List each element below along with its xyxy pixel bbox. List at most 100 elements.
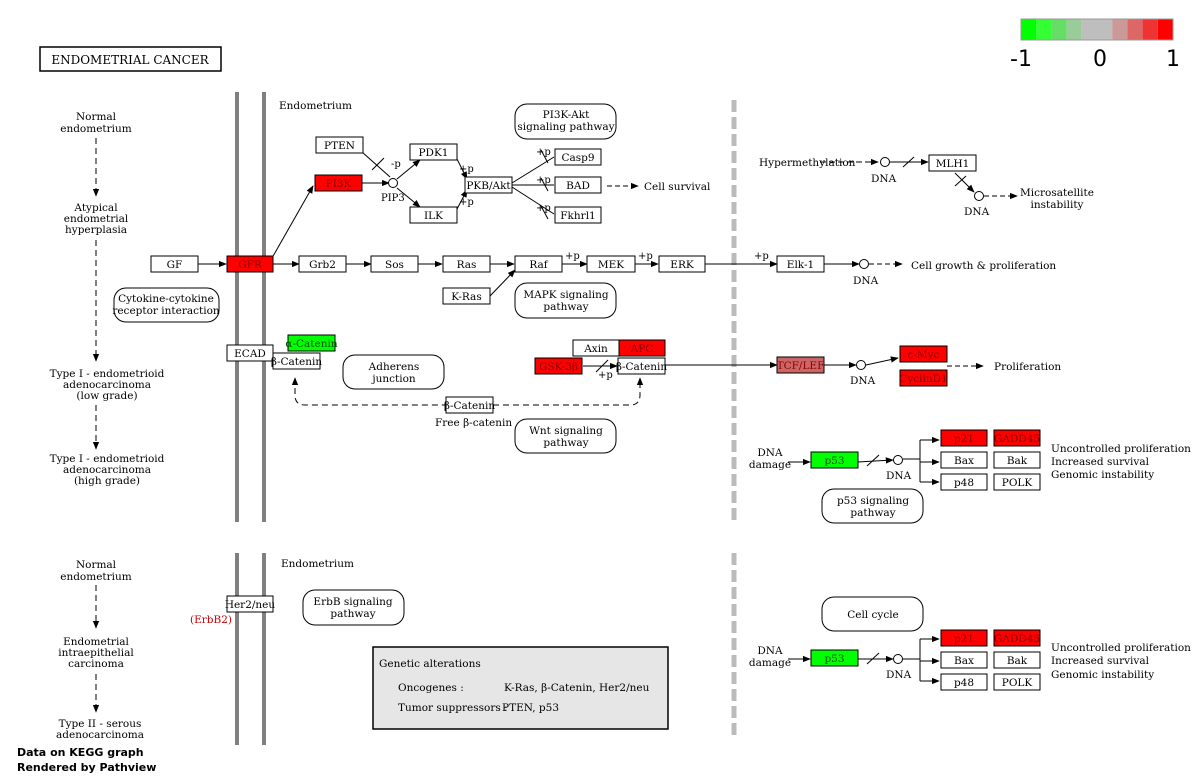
gene-node-polk[interactable]: POLK (993, 473, 1041, 491)
ga-oncogenes: K-Ras, β-Catenin, Her2/neu (504, 682, 650, 694)
gene-label: Axin (583, 343, 608, 355)
gene-node-bad[interactable]: BAD (554, 176, 602, 194)
label-dna-4: DNA (850, 375, 876, 387)
gene-node-gsk3b[interactable]: GSK-3β (534, 357, 583, 375)
gene-node-elk1[interactable]: Elk-1 (776, 255, 825, 273)
gene-node-p53[interactable]: p53 (810, 649, 859, 667)
pathway-erbb-box[interactable] (302, 589, 405, 626)
gene-node-kras[interactable]: K-Ras (442, 287, 491, 305)
pathway-cell-cycle[interactable]: Cell cycle (847, 609, 899, 621)
gene-label: PDK1 (418, 147, 448, 159)
gene-node-cmyc[interactable]: c-Myc (899, 345, 948, 363)
gene-node-apc[interactable]: APC (618, 339, 666, 357)
pathway-p53-box[interactable] (821, 488, 924, 524)
gene-label: Casp9 (561, 152, 594, 164)
edge-labels: -p PIP3 +p +p +p +p +p +p +p +p +p Cell … (190, 147, 1191, 681)
gene-label: Grb2 (309, 259, 336, 271)
gene-node-pdk1[interactable]: PDK1 (409, 143, 458, 161)
pathway-wnt-box[interactable] (514, 418, 617, 454)
pathway-mapk-box[interactable] (514, 282, 617, 319)
gene-node-gfr[interactable]: GFR (226, 255, 274, 273)
gene-node-polk[interactable]: POLK (993, 673, 1041, 691)
gene-node-mek[interactable]: MEK (586, 255, 636, 273)
label-plus-p-1: +p (459, 164, 474, 175)
gene-node-pkb[interactable]: PKB/Akt (464, 176, 513, 194)
gene-node-raf[interactable]: Raf (514, 255, 563, 273)
label-plus-p-3: +p (536, 147, 551, 158)
gene-node-gadd45[interactable]: GADD45 (993, 629, 1041, 647)
gene-node-axin[interactable]: Axin (572, 339, 620, 357)
gene-node-pi3k[interactable]: PI3K (314, 174, 363, 192)
outcome-3b: Genomic instability (1051, 669, 1154, 681)
gene-node-p48[interactable]: p48 (940, 673, 988, 691)
gene-label: p53 (824, 653, 844, 665)
endometrium-label-top: Endometrium (279, 100, 352, 112)
gene-node-mlh1[interactable]: MLH1 (928, 154, 977, 172)
label-pip3: PIP3 (381, 193, 405, 204)
gene-node-acat[interactable]: α-Catenin (285, 334, 338, 352)
gene-label: GFR (238, 259, 263, 271)
gene-node-p21[interactable]: p21 (940, 429, 988, 447)
gene-node-cyclind1[interactable]: CyclinD1 (899, 369, 948, 387)
gene-label: Sos (385, 259, 404, 271)
gene-node-fkhrl1[interactable]: Fkhrl1 (554, 206, 602, 224)
gene-node-bak[interactable]: Bak (993, 651, 1041, 669)
gene-node-ecad[interactable]: ECAD (226, 344, 274, 362)
gene-node-gf[interactable]: GF (150, 255, 199, 273)
gene-node-bcat[interactable]: β-Catenin (271, 352, 322, 370)
pathway-cytokine-box[interactable] (113, 287, 220, 323)
pathway-adherens-box[interactable] (342, 354, 445, 390)
gene-node-casp9[interactable]: Casp9 (554, 148, 602, 166)
pathway-pi3k-akt-box[interactable] (514, 103, 617, 140)
ga-suppressors: PTEN, p53 (502, 702, 559, 714)
legend-swatch (1081, 19, 1097, 40)
gene-node-bcatwnt[interactable]: β-Catenin (616, 357, 667, 375)
label-dna-1: DNA (853, 275, 879, 287)
gene-node-ilk[interactable]: ILK (409, 206, 458, 224)
gene-node-p53[interactable]: p53 (810, 451, 859, 469)
gene-node-ras[interactable]: Ras (442, 255, 491, 273)
legend-swatch (1036, 19, 1052, 40)
gene-node-p48[interactable]: p48 (940, 473, 988, 491)
gene-node-erk[interactable]: ERK (658, 255, 706, 273)
gene-label: PI3K (326, 178, 352, 190)
gene-node-bcatfree[interactable]: β-Catenin (444, 396, 495, 414)
label-dna-5: DNA (886, 470, 912, 482)
gene-node-tcflef[interactable]: TCF/LEF (776, 356, 825, 374)
gene-node-her2[interactable]: Her2/neu (225, 595, 276, 613)
membrane-walls (235, 92, 737, 745)
label-plus-p-4: +p (536, 175, 551, 186)
edges (198, 149, 1018, 685)
gene-node-bax[interactable]: Bax (940, 651, 988, 669)
gene-node-bax[interactable]: Bax (940, 451, 988, 469)
gene-node-bak[interactable]: Bak (993, 451, 1041, 469)
credit-data: Data on KEGG graph (17, 746, 144, 759)
legend-swatch (1157, 19, 1173, 40)
gene-label: Bax (954, 655, 974, 667)
gene-node-grb2[interactable]: Grb2 (298, 255, 347, 273)
gene-label: TCF/LEF (777, 360, 825, 372)
pathway-cell-cycle-box[interactable] (821, 596, 924, 632)
label-cell-growth: Cell growth & proliferation (911, 260, 1056, 272)
gene-node-p21[interactable]: p21 (940, 629, 988, 647)
legend-swatch (1051, 19, 1067, 40)
gene-node-gadd45[interactable]: GADD45 (993, 429, 1041, 447)
gene-node-sos[interactable]: Sos (370, 255, 419, 273)
gene-node-pten[interactable]: PTEN (315, 136, 364, 154)
